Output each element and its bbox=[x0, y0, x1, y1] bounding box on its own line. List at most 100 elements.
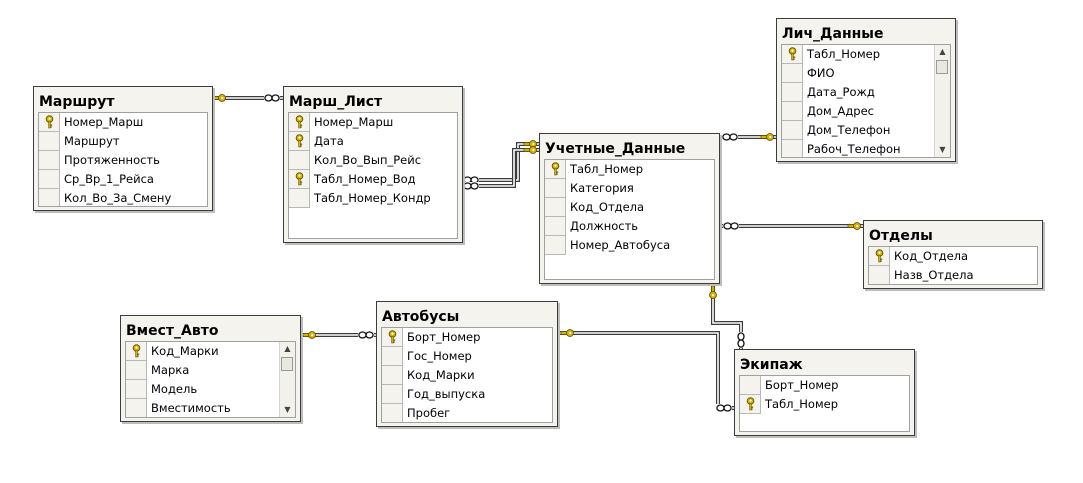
primary-key-cell[interactable] bbox=[382, 328, 403, 347]
column-row[interactable]: Номер_Автобуса bbox=[545, 236, 714, 255]
scroll-thumb[interactable] bbox=[936, 60, 948, 74]
column-row[interactable]: Код_Отдела bbox=[545, 198, 714, 217]
primary-key-cell[interactable] bbox=[545, 160, 566, 179]
column-row[interactable]: Код_Марки bbox=[382, 366, 552, 385]
column-row[interactable]: Год_выпуска bbox=[382, 385, 552, 404]
key-icon bbox=[560, 329, 574, 337]
column-row[interactable]: Категория bbox=[545, 179, 714, 198]
relationship-line[interactable] bbox=[558, 331, 734, 410]
column-row[interactable]: Код_Марки bbox=[126, 342, 295, 361]
scroll-up-icon[interactable]: ▲ bbox=[284, 344, 291, 353]
row-selector-cell[interactable] bbox=[289, 189, 310, 208]
scroll-down-icon[interactable]: ▼ bbox=[284, 405, 291, 414]
column-row[interactable]: Гос_Номер bbox=[382, 347, 552, 366]
column-row[interactable]: Табл_Номер_Кондр bbox=[289, 189, 457, 208]
relationship-line-inner bbox=[558, 332, 734, 409]
row-selector-cell[interactable] bbox=[382, 385, 403, 404]
column-row[interactable]: Кол_Во_Вып_Рейс bbox=[289, 151, 457, 170]
row-selector-cell[interactable] bbox=[545, 236, 566, 255]
column-row[interactable]: Табл_Номер bbox=[782, 45, 950, 64]
vertical-scrollbar[interactable]: ▲▼ bbox=[934, 45, 950, 157]
column-name: Назв_Отдела bbox=[894, 268, 974, 282]
primary-key-cell[interactable] bbox=[869, 247, 890, 266]
column-row[interactable]: Номер_Марш bbox=[39, 113, 207, 132]
primary-key-cell[interactable] bbox=[782, 45, 803, 64]
row-selector-cell[interactable] bbox=[39, 132, 60, 151]
column-row[interactable]: Протяженность bbox=[39, 151, 207, 170]
row-selector-cell[interactable] bbox=[782, 140, 803, 157]
row-selector-cell[interactable] bbox=[126, 380, 147, 399]
column-row[interactable]: Назв_Отдела bbox=[869, 266, 1037, 284]
primary-key-cell[interactable] bbox=[740, 395, 761, 414]
row-selector-cell[interactable] bbox=[126, 399, 147, 417]
vertical-scrollbar[interactable]: ▲▼ bbox=[279, 342, 295, 417]
row-selector-cell[interactable] bbox=[545, 198, 566, 217]
row-selector-cell[interactable] bbox=[869, 266, 890, 284]
column-row[interactable]: Должность bbox=[545, 217, 714, 236]
column-row[interactable]: Табл_Номер bbox=[740, 395, 909, 414]
column-row[interactable]: Кол_Во_За_Смену bbox=[39, 189, 207, 206]
column-row[interactable]: Пробег bbox=[382, 404, 552, 422]
row-selector-cell[interactable] bbox=[782, 121, 803, 140]
column-row[interactable]: Дата_Рожд bbox=[782, 83, 950, 102]
row-selector-cell[interactable] bbox=[39, 170, 60, 189]
column-row[interactable]: ФИО bbox=[782, 64, 950, 83]
column-row[interactable]: Дом_Телефон bbox=[782, 121, 950, 140]
row-selector-cell[interactable] bbox=[545, 179, 566, 198]
primary-key-cell[interactable] bbox=[289, 113, 310, 132]
scroll-down-icon[interactable]: ▼ bbox=[939, 145, 946, 154]
primary-key-cell[interactable] bbox=[39, 113, 60, 132]
column-row[interactable]: Модель bbox=[126, 380, 295, 399]
row-selector-cell[interactable] bbox=[39, 151, 60, 170]
row-selector-cell[interactable] bbox=[782, 64, 803, 83]
column-row[interactable]: Маршрут bbox=[39, 132, 207, 151]
column-row[interactable]: Табл_Номер bbox=[545, 160, 714, 179]
row-selector-cell[interactable] bbox=[782, 102, 803, 121]
infinity-icon bbox=[716, 404, 732, 412]
column-row[interactable]: Код_Отдела bbox=[869, 247, 1037, 266]
column-row[interactable]: Табл_Номер_Вод bbox=[289, 170, 457, 189]
primary-key-cell[interactable] bbox=[126, 342, 147, 361]
primary-key-cell[interactable] bbox=[289, 132, 310, 151]
column-row[interactable]: Ср_Вр_1_Рейса bbox=[39, 170, 207, 189]
column-row[interactable]: Рабоч_Телефон bbox=[782, 140, 950, 157]
column-row[interactable]: Борт_Номер bbox=[382, 328, 552, 347]
row-selector-cell[interactable] bbox=[545, 217, 566, 236]
row-selector-cell[interactable] bbox=[39, 189, 60, 206]
row-selector-cell[interactable] bbox=[382, 366, 403, 385]
column-row[interactable]: Марка bbox=[126, 361, 295, 380]
column-row[interactable]: Вместимость bbox=[126, 399, 295, 417]
row-selector-cell[interactable] bbox=[382, 347, 403, 366]
scroll-up-icon[interactable]: ▲ bbox=[939, 47, 946, 56]
primary-key-cell[interactable] bbox=[289, 170, 310, 189]
row-selector-cell[interactable] bbox=[126, 361, 147, 380]
table-title: Марш_Лист bbox=[289, 94, 383, 110]
row-selector-cell[interactable] bbox=[782, 83, 803, 102]
column-row[interactable]: Дом_Адрес bbox=[782, 102, 950, 121]
row-selector-cell[interactable] bbox=[740, 376, 761, 395]
row-selector-cell[interactable] bbox=[289, 151, 310, 170]
column-row[interactable]: Борт_Номер bbox=[740, 376, 909, 395]
column-row[interactable]: Номер_Марш bbox=[289, 113, 457, 132]
column-row[interactable]: Дата bbox=[289, 132, 457, 151]
scroll-thumb[interactable] bbox=[281, 357, 293, 371]
row-selector-cell[interactable] bbox=[382, 404, 403, 422]
key-icon bbox=[212, 94, 226, 102]
column-name: Дата bbox=[314, 134, 344, 148]
